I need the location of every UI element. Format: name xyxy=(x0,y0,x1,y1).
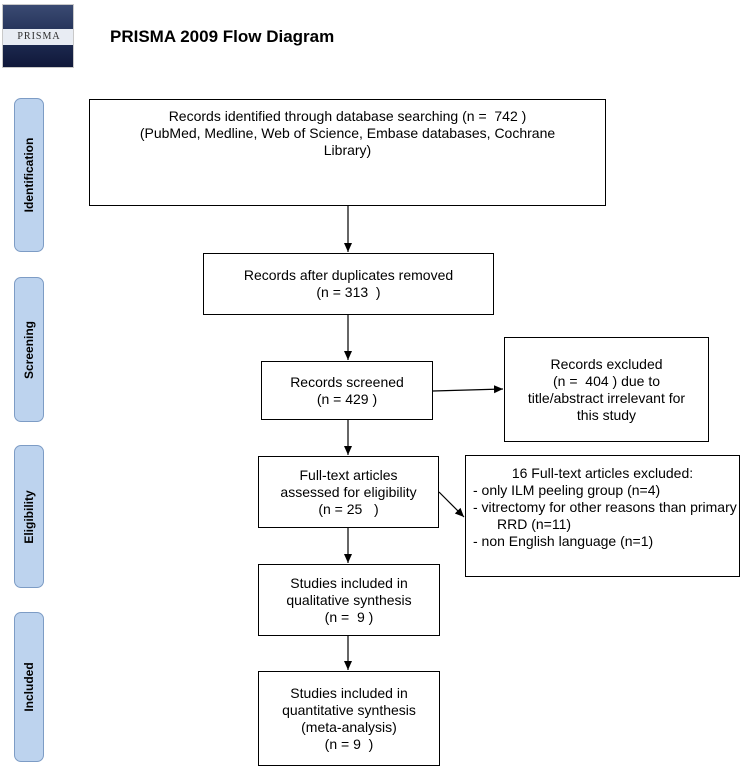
logo-text: PRISMA xyxy=(17,31,61,42)
quantitative-synthesis-box: Studies included in quantitative synthes… xyxy=(258,671,440,766)
duplicates-removed-box: Records after duplicates removed (n = 31… xyxy=(203,253,494,315)
box-line: (PubMed, Medline, Web of Science, Embase… xyxy=(139,125,556,141)
arrow-screened-to-excluded xyxy=(432,385,504,394)
page-title: PRISMA 2009 Flow Diagram xyxy=(110,27,335,46)
box-line: (n = 9 ) xyxy=(324,608,374,625)
full-text-excluded-box: 16 Full-text articles excluded: - only I… xyxy=(465,455,740,577)
box-line: Studies included in xyxy=(290,684,408,701)
box-line: Records excluded xyxy=(550,355,663,372)
exclusion-reason: - only ILM peeling group (n=4) xyxy=(473,482,661,498)
records-screened-box: Records screened (n = 429 ) xyxy=(261,361,433,420)
arrow-fulltext-to-excluded xyxy=(438,491,465,518)
exclusion-reason: - non English language (n=1) xyxy=(473,533,654,549)
box-line: (n = 25 ) xyxy=(318,500,379,517)
exclusion-reason: - vitrectomy for other reasons than prim… xyxy=(473,499,737,532)
box-line: (n = 404 ) due to xyxy=(552,372,661,389)
box-line: (n = 313 ) xyxy=(316,284,381,300)
box-line: (meta-analysis) xyxy=(301,718,397,735)
box-line: Records identified through database sear… xyxy=(168,108,527,124)
prisma-logo: PRISMA xyxy=(2,4,74,68)
box-line: Full-text articles xyxy=(299,466,398,483)
box-line: title/abstract irrelevant for xyxy=(527,389,686,406)
qualitative-synthesis-box: Studies included in qualitative synthesi… xyxy=(258,564,440,636)
box-line: Records after duplicates removed xyxy=(243,267,454,283)
box-line: (n = 9 ) xyxy=(324,735,374,752)
stage-eligibility: Eligibility xyxy=(14,445,44,588)
stage-screening: Screening xyxy=(14,277,44,422)
box-line: Studies included in xyxy=(290,574,408,591)
full-text-assessed-box: Full-text articles assessed for eligibil… xyxy=(258,456,439,528)
box-line: quantitative synthesis xyxy=(282,701,416,718)
box-line: qualitative synthesis xyxy=(286,591,412,608)
logo-band xyxy=(3,29,73,45)
box-line: Library) xyxy=(323,142,372,158)
box-line: assessed for eligibility xyxy=(280,483,417,500)
records-excluded-box: Records excluded (n = 404 ) due to title… xyxy=(504,337,709,442)
records-identified-box: Records identified through database sear… xyxy=(89,99,606,206)
box-heading: 16 Full-text articles excluded: xyxy=(511,465,694,481)
stage-included: Included xyxy=(14,612,44,762)
box-line: this study xyxy=(576,406,637,423)
box-line: (n = 429 ) xyxy=(316,390,378,407)
box-line: Records screened xyxy=(290,373,404,390)
stage-identification: Identification xyxy=(14,98,44,252)
